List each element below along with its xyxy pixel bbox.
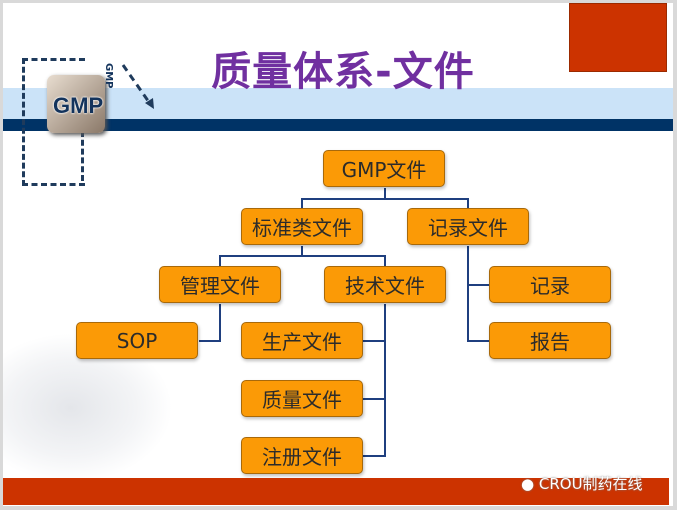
connector bbox=[219, 304, 221, 342]
connector bbox=[384, 255, 386, 266]
connector bbox=[219, 255, 221, 266]
node-reports: 报告 bbox=[489, 322, 611, 359]
connector bbox=[363, 340, 385, 342]
connector bbox=[467, 284, 489, 286]
header-band-light bbox=[3, 88, 673, 120]
connector bbox=[219, 255, 386, 257]
red-decoration bbox=[569, 3, 667, 72]
node-management-documents: 管理文件 bbox=[159, 266, 281, 303]
connector bbox=[384, 304, 386, 457]
connector bbox=[384, 188, 386, 199]
node-technical-documents: 技术文件 bbox=[324, 266, 446, 303]
node-record-documents: 记录文件 bbox=[407, 208, 529, 245]
logo-vertical-text: GMP bbox=[103, 63, 114, 89]
node-gmp-documents: GMP文件 bbox=[323, 150, 445, 187]
slide-title: 质量体系-文件 bbox=[211, 49, 475, 95]
gmp-logo-icon bbox=[47, 75, 105, 133]
node-quality-documents: 质量文件 bbox=[241, 380, 363, 417]
node-production-documents: 生产文件 bbox=[241, 322, 363, 359]
watermark: ● CROU制药在线 bbox=[521, 473, 643, 494]
connector bbox=[467, 246, 469, 342]
node-sop: SOP bbox=[76, 322, 198, 359]
slide: 质量体系-文件 GMP GMP GMP文件 标准类文件 记录文件 管理文件 技术… bbox=[3, 3, 673, 506]
header-band-dark bbox=[3, 119, 673, 131]
connector bbox=[301, 246, 303, 256]
dashed-frame bbox=[22, 58, 85, 186]
node-records: 记录 bbox=[489, 266, 611, 303]
connector bbox=[199, 340, 221, 342]
dashed-frame-right bbox=[81, 131, 84, 181]
footer-bar bbox=[3, 478, 669, 505]
watermark-text: CROU制药在线 bbox=[538, 475, 643, 493]
dashed-arrow-icon bbox=[121, 64, 154, 109]
logo-text: GMP bbox=[53, 93, 104, 118]
connector bbox=[467, 340, 489, 342]
connector bbox=[467, 198, 469, 208]
connector bbox=[301, 198, 469, 200]
node-registration-documents: 注册文件 bbox=[241, 437, 363, 474]
wechat-icon: ● bbox=[521, 475, 535, 493]
connector bbox=[363, 398, 385, 400]
connector bbox=[301, 198, 303, 208]
connector bbox=[363, 455, 385, 457]
node-standard-documents: 标准类文件 bbox=[241, 208, 363, 245]
